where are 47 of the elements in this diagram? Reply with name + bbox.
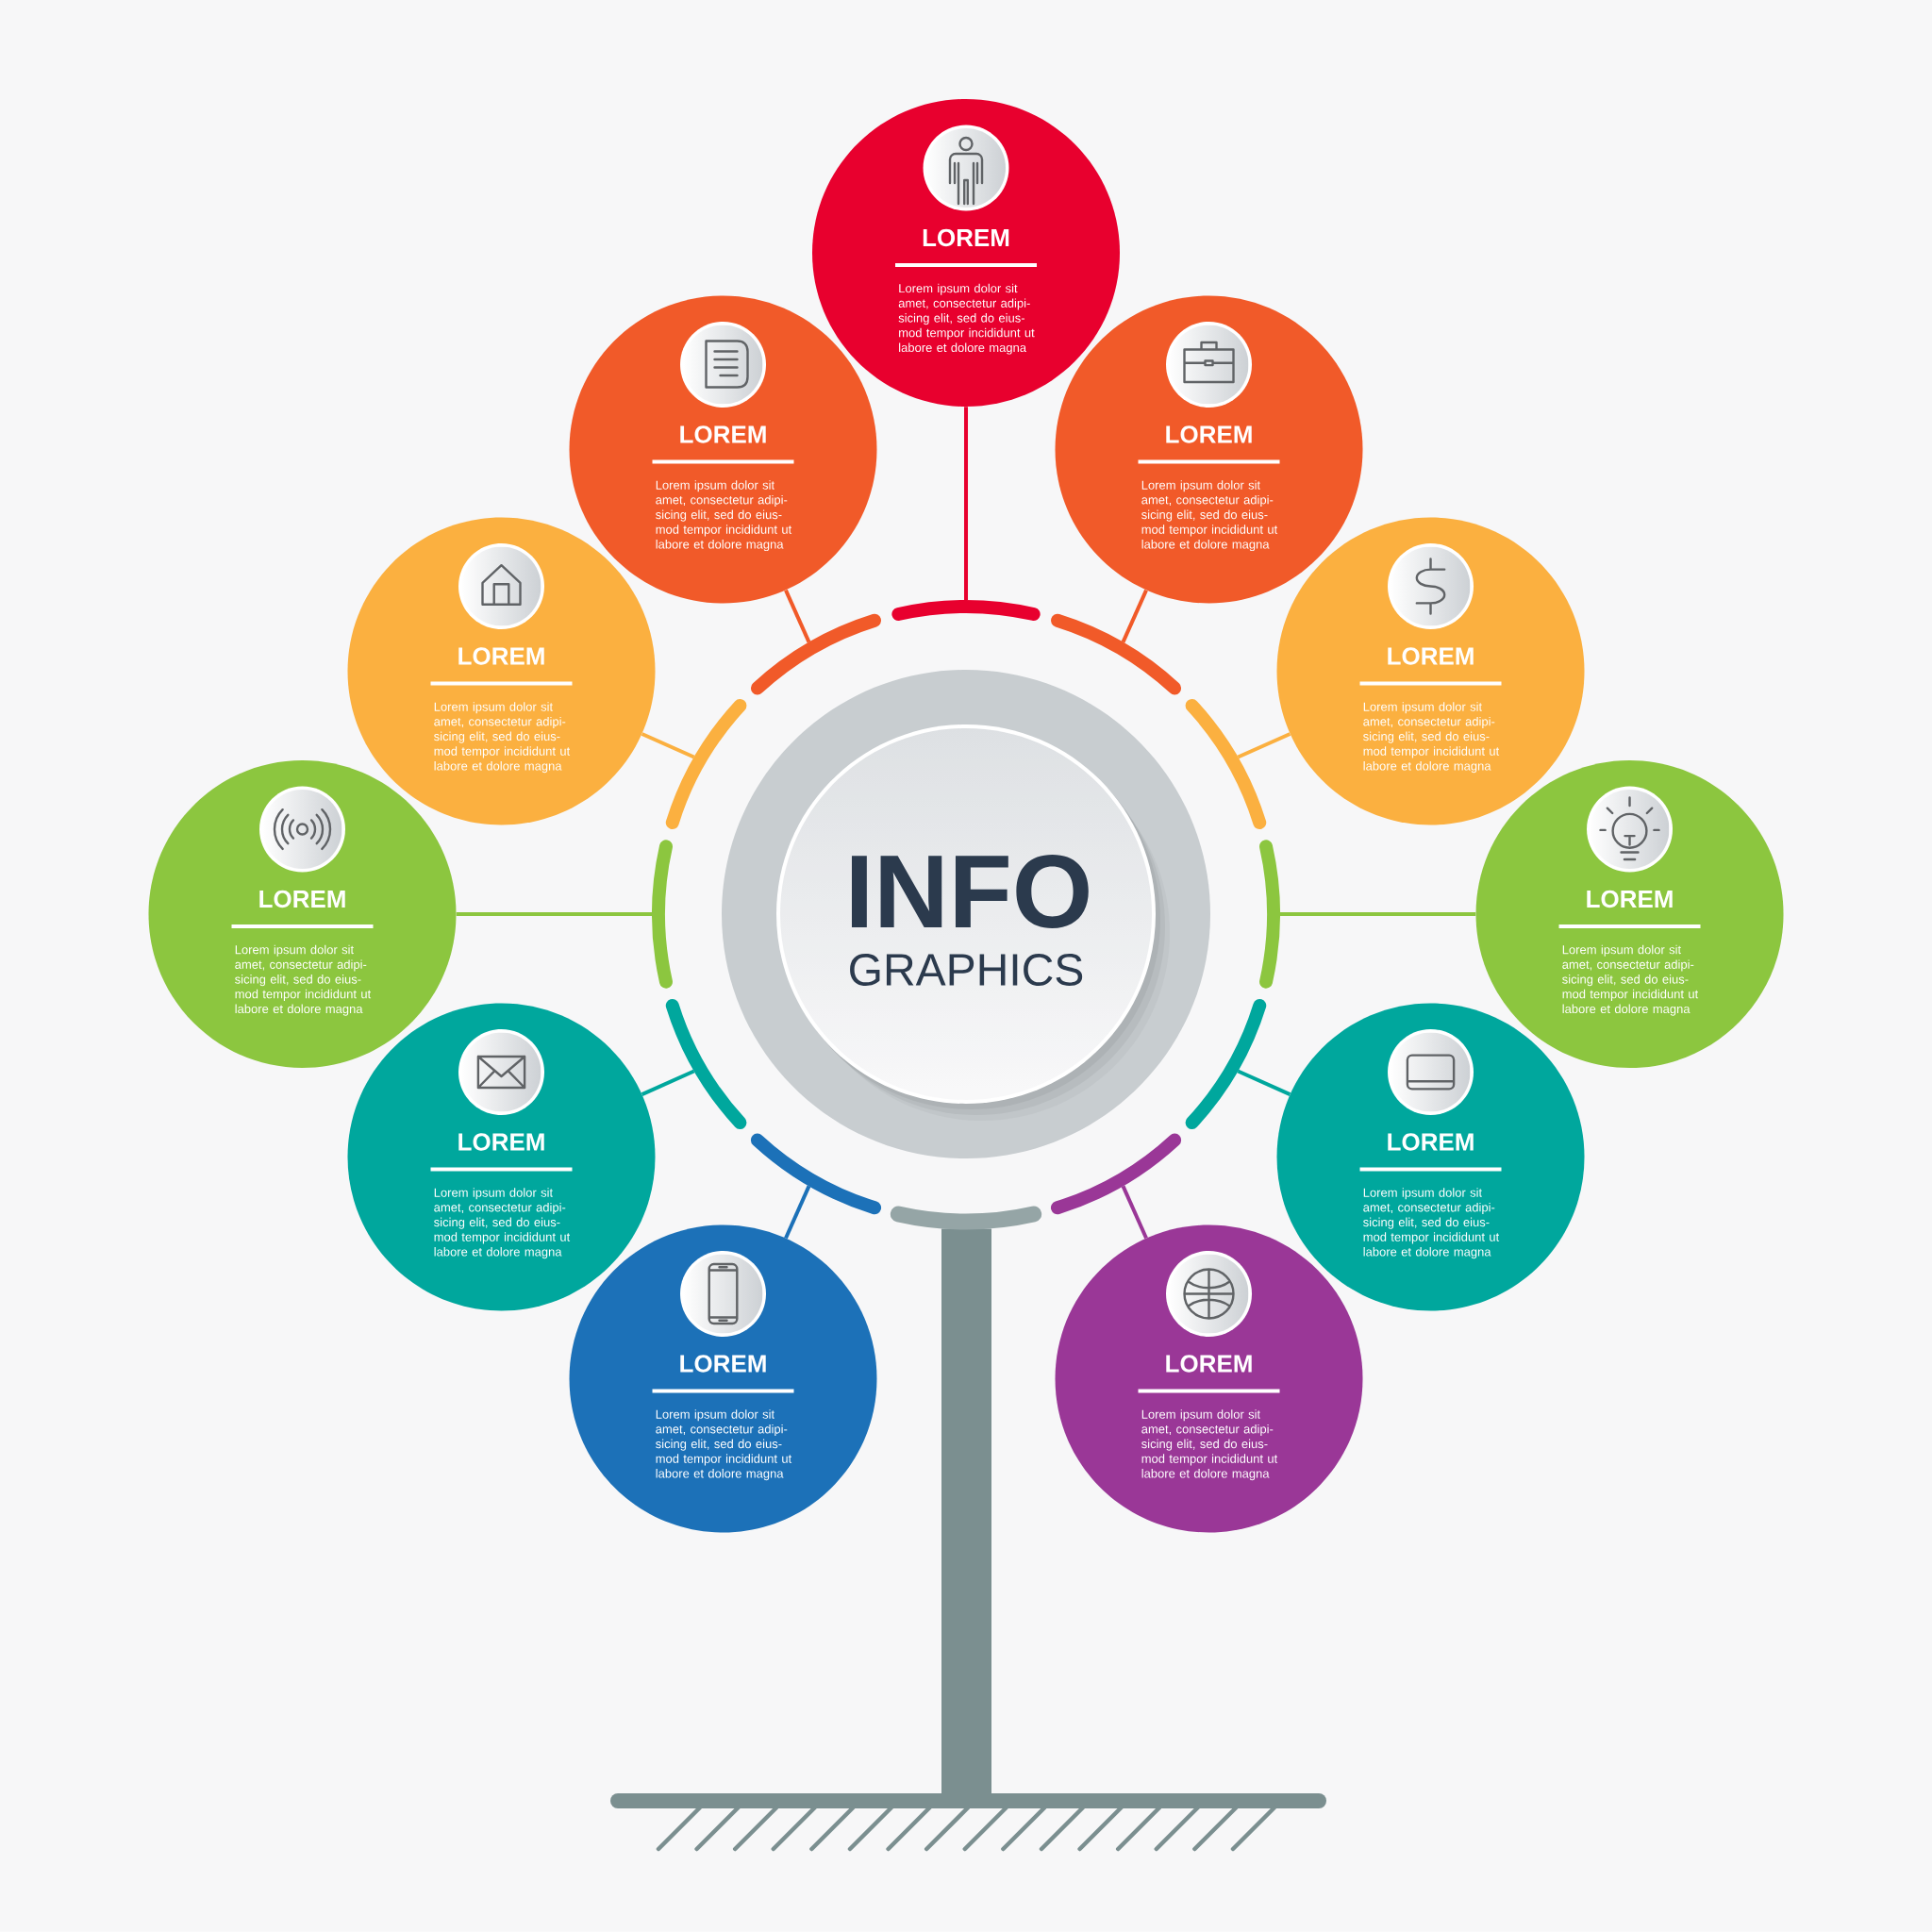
- heading: LOREM: [458, 647, 544, 665]
- arc-segment: [750, 613, 882, 695]
- heading: LOREM: [923, 228, 1009, 247]
- connector-line: [784, 589, 811, 643]
- arc-segment: [750, 1133, 882, 1215]
- heading: LOREM: [680, 425, 766, 443]
- arc-segment: [1185, 998, 1267, 1130]
- body-text: Lorem ipsum dolor sit amet, consectetur adipi- sicing elit, sed do eius- mod tempor incididunt ut labore et dolore magna: [1141, 1409, 1278, 1481]
- connector-line: [641, 732, 695, 759]
- heading: LOREM: [1388, 1133, 1474, 1151]
- heading: LOREM: [1166, 1355, 1252, 1373]
- heading: LOREM: [1166, 425, 1252, 443]
- arc-segment: [652, 840, 673, 989]
- arc-segment: [891, 600, 1041, 621]
- connector-line: [1280, 912, 1476, 916]
- connector-line: [964, 407, 968, 600]
- arc-segment: [890, 1206, 1042, 1230]
- connector-line: [456, 912, 652, 916]
- body-text: Lorem ipsum dolor sit amet, consectetur adipi- sicing elit, sed do eius- mod tempor incididunt ut labore et dolore magna: [1141, 480, 1278, 552]
- body-text: Lorem ipsum dolor sit amet, consectetur adipi- sicing elit, sed do eius- mod tempor incididunt ut labore et dolore magna: [434, 1188, 571, 1259]
- arc-segment: [1050, 1133, 1182, 1215]
- heading: LOREM: [259, 890, 345, 908]
- body-text: Lorem ipsum dolor sit amet, consectetur adipi- sicing elit, sed do eius- mod tempor incididunt ut labore et dolore magna: [656, 480, 792, 552]
- arc-segment: [1050, 613, 1182, 695]
- arc-segment: [1185, 698, 1267, 830]
- title-text: INFO: [852, 855, 1089, 928]
- connector-line: [1121, 589, 1148, 643]
- arc-segment: [665, 698, 747, 830]
- body-text: Lorem ipsum dolor sit amet, consectetur adipi- sicing elit, sed do eius- mod tempor incididunt ut labore et dolore magna: [898, 283, 1035, 355]
- heading: LOREM: [1587, 890, 1673, 908]
- heading: LOREM: [680, 1355, 766, 1373]
- connector-line: [1237, 732, 1291, 759]
- connector-line: [1121, 1185, 1148, 1240]
- body-text: Lorem ipsum dolor sit amet, consectetur adipi- sicing elit, sed do eius- mod tempor incididunt ut labore et dolore magna: [1363, 702, 1500, 774]
- body-text: Lorem ipsum dolor sit amet, consectetur adipi- sicing elit, sed do eius- mod tempor incididunt ut labore et dolore magna: [434, 702, 571, 774]
- arc-segment: [665, 998, 747, 1130]
- connector-line: [784, 1185, 811, 1240]
- body-text: Lorem ipsum dolor sit amet, consectetur adipi- sicing elit, sed do eius- mod tempor incididunt ut labore et dolore magna: [1562, 944, 1699, 1016]
- connector-line: [641, 1069, 695, 1096]
- body-text: Lorem ipsum dolor sit amet, consectetur adipi- sicing elit, sed do eius- mod tempor incididunt ut labore et dolore magna: [656, 1409, 792, 1481]
- heading: LOREM: [458, 1133, 544, 1151]
- subtitle-text: GRAPHICS: [850, 954, 1083, 986]
- heading: LOREM: [1388, 647, 1474, 665]
- body-text: Lorem ipsum dolor sit amet, consectetur adipi- sicing elit, sed do eius- mod tempor incididunt ut labore et dolore magna: [1363, 1188, 1500, 1259]
- arc-segment: [1259, 840, 1280, 989]
- body-text: Lorem ipsum dolor sit amet, consectetur adipi- sicing elit, sed do eius- mod tempor incididunt ut labore et dolore magna: [235, 944, 372, 1016]
- connector-line: [1237, 1069, 1291, 1096]
